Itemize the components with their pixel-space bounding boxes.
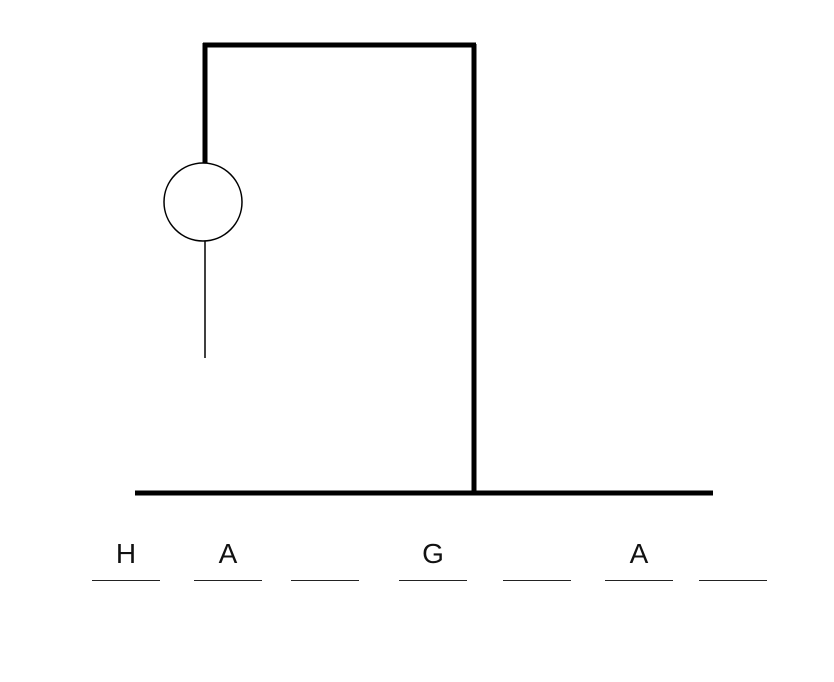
letter-blank-line <box>92 580 160 581</box>
letter-blank-line <box>194 580 262 581</box>
hangman-head <box>163 162 243 242</box>
letter-blank-line <box>699 580 767 581</box>
word-letter: A <box>629 538 649 569</box>
letter-blank-line <box>605 580 673 581</box>
word-letter: H <box>115 538 137 569</box>
letter-blank-line <box>503 580 571 581</box>
word-letter: A <box>218 538 238 569</box>
letter-blank-line <box>399 580 467 581</box>
word-letter: G <box>422 538 444 569</box>
letter-blank-line <box>291 580 359 581</box>
